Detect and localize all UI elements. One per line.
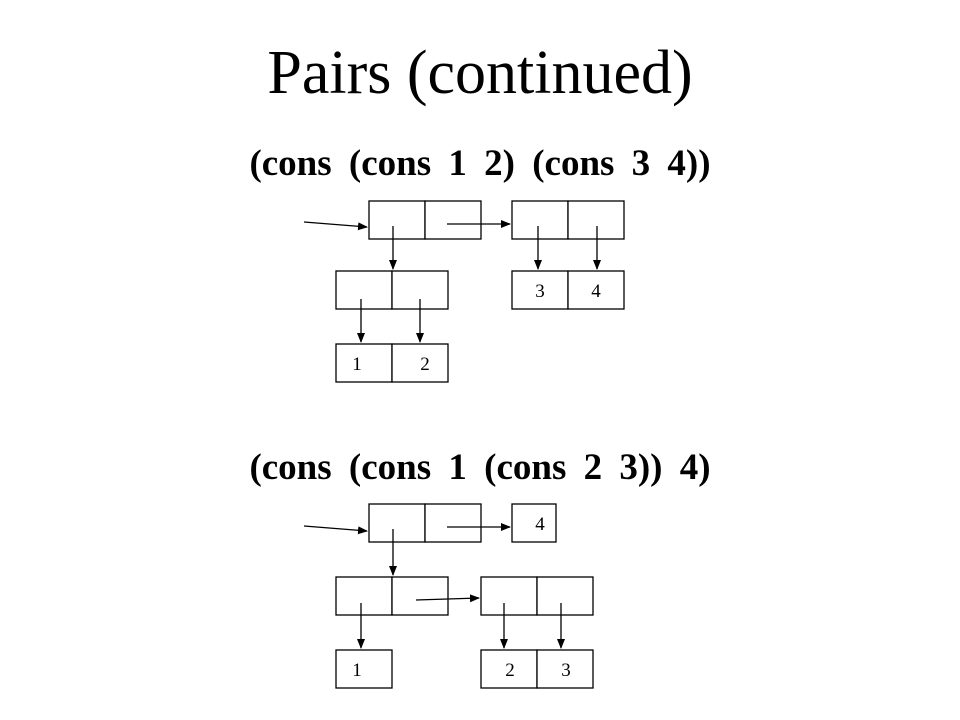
entry-arrow bbox=[303, 525, 368, 535]
atom-value: 2 bbox=[420, 354, 430, 375]
atom-box bbox=[536, 649, 594, 689]
diagram-1: 3 4 1 2 bbox=[303, 200, 625, 383]
atom-pair: 3 4 bbox=[511, 270, 625, 310]
pair-cell bbox=[335, 576, 449, 616]
atom-value: 1 bbox=[352, 660, 362, 681]
expression-2: (cons (cons 1 (cons 2 3)) 4) bbox=[249, 447, 711, 488]
atom-pair: 2 3 bbox=[480, 649, 594, 689]
cdr-box bbox=[567, 200, 625, 240]
car-box bbox=[368, 200, 426, 240]
car-box bbox=[335, 576, 393, 616]
car-box bbox=[480, 576, 538, 616]
pair-cell bbox=[335, 270, 449, 310]
pair-cell bbox=[368, 503, 482, 543]
atom-value: 4 bbox=[535, 514, 545, 535]
atom-box bbox=[567, 270, 625, 310]
cdr-arrow bbox=[415, 594, 480, 603]
pair-cell bbox=[368, 200, 482, 240]
atom-box bbox=[511, 270, 569, 310]
car-box bbox=[511, 200, 569, 240]
cdr-box bbox=[424, 503, 482, 543]
pair-cell bbox=[511, 200, 625, 240]
expression-1: (cons (cons 1 2) (cons 3 4)) bbox=[249, 143, 711, 184]
atom-value: 4 bbox=[591, 281, 601, 302]
atom-box bbox=[480, 649, 538, 689]
car-box bbox=[368, 503, 426, 543]
atom-pair: 1 2 bbox=[335, 343, 449, 383]
entry-arrow bbox=[303, 221, 368, 231]
atom-value: 1 bbox=[352, 354, 362, 375]
atom-box-group: 4 bbox=[511, 503, 557, 543]
atom-value: 3 bbox=[535, 281, 545, 302]
atom-box bbox=[335, 343, 393, 383]
car-box bbox=[335, 270, 393, 310]
atom-value: 2 bbox=[505, 660, 515, 681]
cdr-box bbox=[391, 576, 449, 616]
atom-box bbox=[391, 343, 449, 383]
slide-title: Pairs (continued) bbox=[267, 39, 693, 107]
diagram-2: 4 1 2 3 bbox=[303, 503, 594, 689]
pair-cell bbox=[480, 576, 594, 616]
atom-box bbox=[335, 649, 393, 689]
atom-box-group: 1 bbox=[335, 649, 393, 689]
atom-box bbox=[511, 503, 557, 543]
atom-value: 3 bbox=[561, 660, 571, 681]
cdr-box bbox=[424, 200, 482, 240]
cdr-box bbox=[536, 576, 594, 616]
